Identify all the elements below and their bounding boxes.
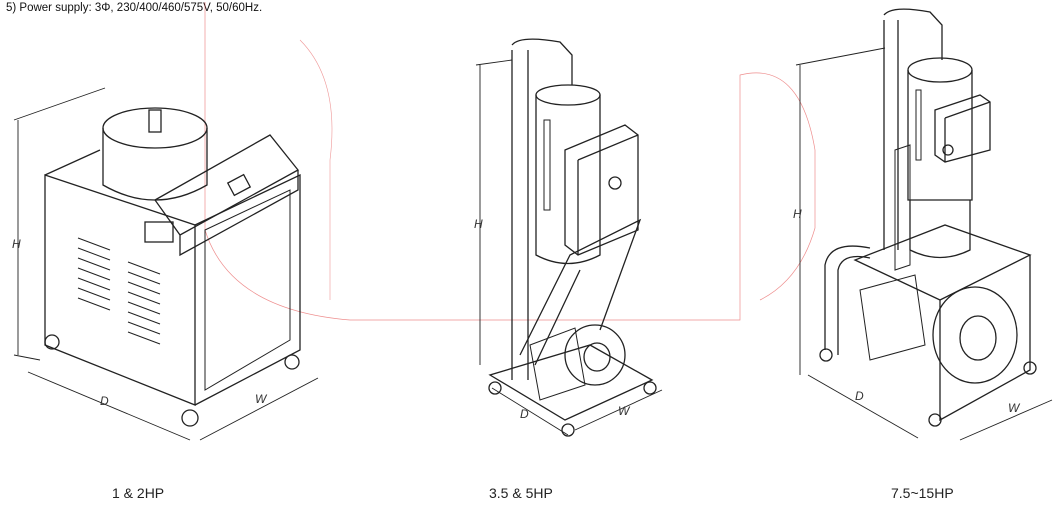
m2-ramp bbox=[519, 218, 642, 366]
m2-dim-d-label: D bbox=[520, 407, 529, 421]
m2-control-box bbox=[564, 124, 639, 256]
m1-side-panel bbox=[204, 189, 291, 391]
m3-motor bbox=[859, 274, 926, 361]
m3-dim-h-label: H bbox=[793, 207, 802, 221]
m3-pipe bbox=[883, 8, 943, 250]
m2-hopper-top bbox=[535, 84, 601, 106]
m1-plug bbox=[144, 221, 174, 243]
m1-lid-wall bbox=[102, 128, 208, 201]
m1-wheel-3 bbox=[284, 354, 300, 370]
m2-dim-d-line bbox=[491, 387, 569, 436]
overlay-curve bbox=[299, 39, 333, 300]
m3-wheel-1 bbox=[819, 348, 833, 362]
machine-1-drawing bbox=[13, 87, 319, 441]
m1-vents bbox=[77, 237, 161, 345]
m2-wheel-2 bbox=[561, 423, 575, 437]
m1-dim-h-line bbox=[13, 87, 106, 361]
machine-2-drawing bbox=[475, 38, 663, 437]
m1-dim-h-label: H bbox=[12, 237, 21, 251]
m3-sight-slot bbox=[915, 89, 922, 161]
m2-dim-h-label: H bbox=[474, 217, 483, 231]
m2-pipe bbox=[511, 38, 573, 380]
m3-hopper-wall bbox=[907, 70, 973, 201]
m3-wheel-2 bbox=[928, 413, 942, 427]
m1-dim-w-line bbox=[199, 377, 319, 441]
m3-dim-w-label: W bbox=[1008, 401, 1021, 415]
m3-hopper-top bbox=[907, 57, 973, 83]
m1-wheel-2 bbox=[181, 409, 199, 427]
m3-lower-hopper bbox=[909, 200, 971, 259]
m2-dim-h-line bbox=[475, 59, 513, 365]
overlay-outline bbox=[204, 2, 816, 321]
m2-sight-slot bbox=[543, 119, 551, 211]
caption-3-5-5hp: 3.5 & 5HP bbox=[489, 485, 553, 501]
m1-dim-d-line bbox=[27, 371, 191, 441]
m1-lid-top bbox=[102, 107, 208, 149]
m2-wheel-3 bbox=[643, 381, 657, 395]
m3-blower-housing bbox=[932, 286, 1018, 384]
m3-wheel-3 bbox=[1023, 361, 1037, 375]
m2-base bbox=[488, 344, 654, 421]
m1-dim-w-label: W bbox=[255, 392, 268, 406]
m3-dim-d-label: D bbox=[855, 389, 864, 403]
m3-dim-h-line bbox=[795, 47, 886, 375]
m3-arm bbox=[894, 144, 911, 271]
m3-blower-inlet bbox=[959, 315, 997, 361]
m1-control-box bbox=[154, 134, 299, 257]
m2-blower-housing bbox=[564, 324, 626, 386]
m1-switch bbox=[226, 173, 252, 197]
m2-dim-w-line bbox=[574, 389, 663, 431]
m2-knob bbox=[608, 176, 622, 190]
caption-7-5-15hp: 7.5~15HP bbox=[891, 485, 954, 501]
power-supply-note: 5) Power supply: 3Φ, 230/400/460/575V, 5… bbox=[6, 2, 263, 14]
m2-hopper-wall bbox=[535, 95, 601, 265]
m3-base-box bbox=[853, 224, 1032, 422]
m1-body bbox=[44, 149, 301, 406]
caption-1-2hp: 1 & 2HP bbox=[112, 485, 165, 501]
m2-motor bbox=[529, 327, 586, 401]
m3-dim-w-line bbox=[959, 399, 1053, 441]
m3-handle bbox=[824, 245, 871, 355]
m2-dim-w-label: W bbox=[618, 404, 631, 418]
machine-3-drawing bbox=[795, 8, 1053, 441]
m2-wheel-1 bbox=[488, 381, 502, 395]
m1-wheel-1 bbox=[44, 334, 60, 350]
m2-blower-inlet bbox=[583, 342, 611, 372]
m1-lid-knob bbox=[148, 109, 162, 133]
m3-dim-d-line bbox=[807, 374, 919, 439]
m3-knob bbox=[942, 144, 954, 156]
m1-dim-d-label: D bbox=[100, 394, 109, 408]
